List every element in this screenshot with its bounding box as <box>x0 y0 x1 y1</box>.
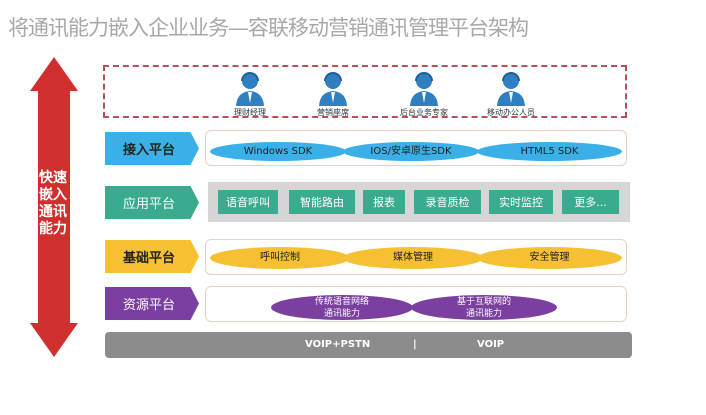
headset-person-icon <box>319 72 347 106</box>
headset-person-icon <box>497 72 525 106</box>
base-platform-box: 呼叫控制 媒体管理 安全管理 <box>205 239 627 275</box>
sdk-html5: HTML5 SDK <box>477 142 622 161</box>
access-platform-box: Windows SDK IOS/安卓原生SDK HTML5 SDK <box>205 130 627 166</box>
user-role: 移动办公人员 <box>476 70 546 118</box>
app-voice-call: 语音呼叫 <box>218 190 278 214</box>
bar-separator: | <box>413 339 417 350</box>
users-group: 理财经理 营销座席 后台业务专家 移动办公人员 <box>103 65 627 118</box>
row-label-application: 应用平台 <box>105 186 199 219</box>
app-more: 更多... <box>562 190 619 214</box>
arrow-text-line: 快速 <box>39 170 67 186</box>
app-recording-qa: 录音质检 <box>414 190 481 214</box>
base-call-control: 呼叫控制 <box>210 247 350 269</box>
app-reports: 报表 <box>363 190 405 214</box>
app-realtime-monitor: 实时监控 <box>489 190 553 214</box>
arrow-text-line: 能力 <box>39 221 67 237</box>
user-role: 后台业务专家 <box>389 70 459 118</box>
resource-platform-box: 传统语音网络 通讯能力 基于互联网的 通讯能力 <box>205 286 627 322</box>
row-label-base: 基础平台 <box>105 240 199 273</box>
headset-person-icon <box>236 72 264 106</box>
double-arrow-icon <box>30 57 78 357</box>
row-label-resource: 资源平台 <box>105 287 199 320</box>
resource-pstn: 传统语音网络 通讯能力 <box>271 295 413 320</box>
resource-internet: 基于互联网的 通讯能力 <box>411 295 557 320</box>
row-label-access: 接入平台 <box>105 132 199 165</box>
arrow-text-line: 嵌入 <box>39 187 67 203</box>
page-title: 将通讯能力嵌入企业业务—容联移动营销通讯管理平台架构 <box>8 16 529 40</box>
sdk-windows: Windows SDK <box>210 142 346 161</box>
bar-right-text: VOIP <box>477 339 505 350</box>
headset-person-icon <box>410 72 438 106</box>
user-role: 营销座席 <box>298 70 368 118</box>
user-role-label: 理财经理 <box>234 108 266 117</box>
app-smart-routing: 智能路由 <box>289 190 355 214</box>
bar-left-text: VOIP+PSTN <box>305 339 371 350</box>
user-role-label: 营销座席 <box>317 108 349 117</box>
application-platform-box: 语音呼叫 智能路由 报表 录音质检 实时监控 更多... <box>208 182 630 222</box>
arrow-label: 快速 嵌入 通讯 能力 <box>36 170 70 238</box>
sdk-ios-android: IOS/安卓原生SDK <box>343 142 479 161</box>
arrow-text-line: 通讯 <box>39 204 67 220</box>
base-security-management: 安全管理 <box>477 247 622 269</box>
network-bar: VOIP+PSTN | VOIP <box>105 332 632 358</box>
user-role-label: 后台业务专家 <box>400 108 448 117</box>
user-role-label: 移动办公人员 <box>487 108 535 117</box>
user-role: 理财经理 <box>215 70 285 118</box>
base-media-management: 媒体管理 <box>343 247 483 269</box>
